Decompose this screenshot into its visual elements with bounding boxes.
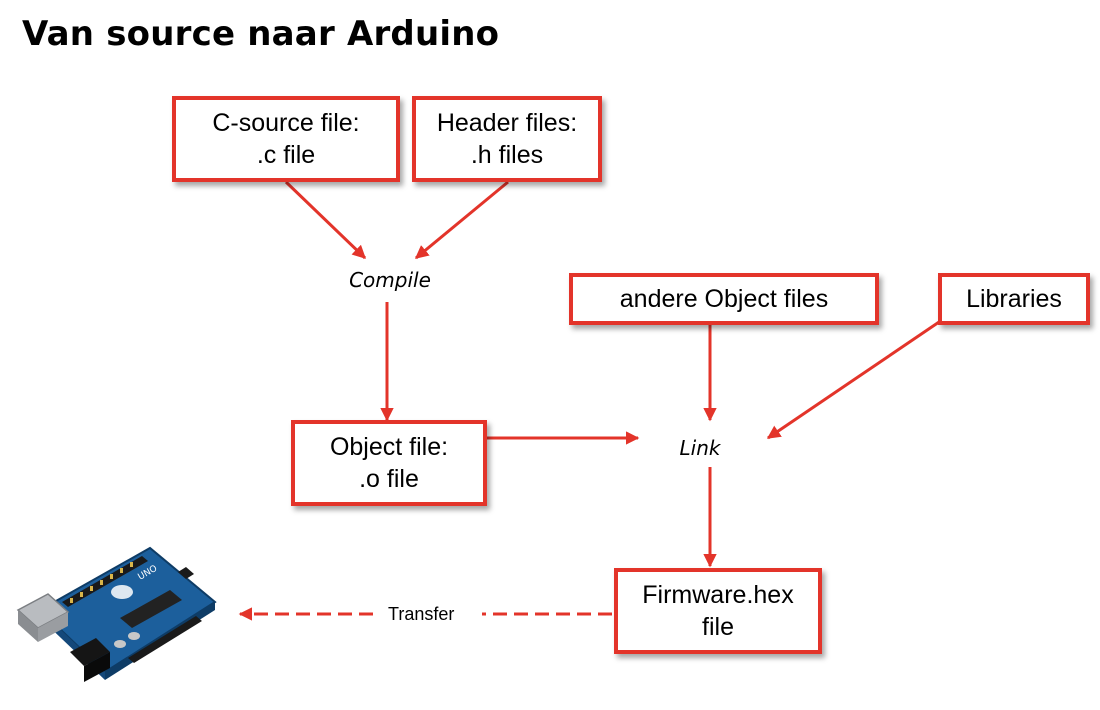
arduino-board-icon: UNO xyxy=(16,546,217,682)
c-source-line1: C-source file: xyxy=(212,109,360,137)
firmware-line1: Firmware.hex xyxy=(642,581,794,609)
link-step: Link xyxy=(679,436,721,460)
compile-step: Compile xyxy=(349,268,431,292)
arrow-csource-to-compile xyxy=(284,180,367,260)
object-file-box: Object file: .o file xyxy=(291,420,487,506)
header-files-box: Header files: .h files xyxy=(412,96,602,182)
other-objects-line1: andere Object files xyxy=(619,285,829,313)
c-source-file-box: C-source file: .c file xyxy=(172,96,400,182)
page-title: Van source naar Arduino xyxy=(22,14,500,54)
transfer-label: Transfer xyxy=(388,604,455,624)
arrow-libraries-to-link xyxy=(766,318,943,440)
object-file-line1: Object file: xyxy=(329,433,449,461)
c-source-line2: .c file xyxy=(256,141,316,169)
arrow-header-to-compile xyxy=(414,180,509,260)
other-object-files-box: andere Object files xyxy=(569,273,879,325)
libraries-box: Libraries xyxy=(938,273,1090,325)
object-file-line2: .o file xyxy=(359,465,419,493)
libraries-line1: Libraries xyxy=(966,285,1062,313)
header-line1: Header files: xyxy=(436,109,578,137)
firmware-line2: file xyxy=(702,613,734,641)
header-line2: .h files xyxy=(470,141,544,169)
firmware-hex-box: Firmware.hex file xyxy=(614,568,822,654)
